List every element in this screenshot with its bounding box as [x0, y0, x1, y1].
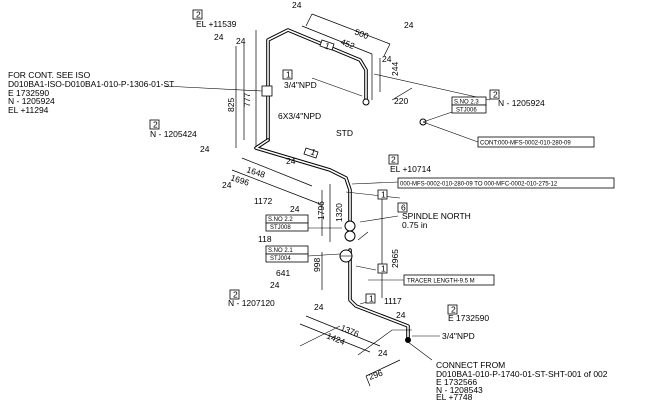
- tag-n-bottom: 2: [233, 290, 238, 300]
- dim-24-m4: 24: [290, 204, 300, 214]
- end-connector: [405, 337, 411, 343]
- connect-from: CONNECT FROM: [436, 360, 505, 370]
- tracer-flag: 1: [381, 264, 386, 274]
- std-label: STD: [336, 128, 353, 138]
- dim-244: 244: [390, 62, 400, 76]
- dim-24-r: 24: [382, 54, 392, 64]
- cont-note-2: D010BA1-ISO-D010BA1-010-P-1306-01-ST: [8, 79, 174, 89]
- dim-500: 500: [353, 27, 370, 42]
- spindle-tag: 6: [401, 203, 406, 213]
- dim-24-m3: 24: [222, 180, 232, 190]
- flag-mid-1: 1: [381, 190, 386, 200]
- sno-23: S.NO 2.3: [454, 100, 479, 106]
- cont-n: N - 1205924: [8, 96, 55, 106]
- st-004: STJ004: [270, 256, 291, 262]
- connect-el: EL +7748: [436, 392, 473, 400]
- instrument-box: [261, 85, 273, 97]
- dim-296: 296: [367, 368, 384, 382]
- dim-24-b1: 24: [314, 302, 324, 312]
- e-bottom: E 1732590: [448, 313, 489, 323]
- flag-1a: 1: [323, 40, 331, 51]
- dim-452: 452: [339, 37, 356, 52]
- tag-boxes: [149, 9, 615, 315]
- n-bottom: N - 1207120: [228, 298, 275, 308]
- dim-24-m5: 24: [270, 280, 280, 290]
- el-top-label: EL +11539: [196, 19, 237, 29]
- dim-24-l: 24: [214, 32, 224, 42]
- line-ref: 000-MFS-0002-010-280-09 TO 000-MFC-0002-…: [400, 182, 558, 188]
- dim-24-b2: 24: [396, 310, 406, 320]
- dim-1117: 1117: [384, 296, 402, 306]
- cont-note-1: FOR CONT. SEE ISO: [8, 70, 91, 80]
- sno-21: S.NO 2.1: [268, 248, 293, 254]
- el-mid: EL +10714: [390, 164, 431, 174]
- dim-998: 998: [312, 258, 322, 272]
- flag-1b: 1: [286, 70, 291, 80]
- tag-left: 2: [153, 120, 158, 130]
- tag-right: 2: [493, 90, 498, 100]
- npd-top: 3/4"NPD: [284, 80, 317, 90]
- top-connector: [362, 98, 370, 106]
- dim-118: 118: [258, 234, 272, 244]
- valve-assembly: [339, 220, 369, 263]
- dim-777: 777: [242, 93, 252, 107]
- labels: 2 EL +11539 24 500 452 24 24 244 24 220 …: [8, 0, 608, 400]
- dim-641: 641: [276, 268, 290, 278]
- dim-825: 825: [226, 98, 236, 112]
- connect-e: E 1732566: [436, 377, 477, 387]
- dim-24-tr: 24: [404, 20, 414, 30]
- dim-1172: 1172: [254, 196, 273, 206]
- npd-bottom: 3/4"NPD: [442, 331, 475, 341]
- tag-el-top: 2: [196, 10, 201, 20]
- dim-2965: 2965: [390, 249, 400, 268]
- dim-24-top: 24: [292, 0, 302, 10]
- cont-el: EL +11294: [8, 105, 49, 115]
- bolts: 6X3/4"NPD: [278, 111, 321, 121]
- tag-el-mid: 2: [391, 155, 396, 165]
- flag-bottom: 1: [369, 294, 374, 304]
- n-right: N - 1205924: [498, 98, 545, 108]
- connect-n: N - 1208543: [436, 385, 483, 395]
- leader-lines: [163, 73, 491, 361]
- spindle-label: SPINDLE NORTH: [402, 211, 471, 221]
- st-006: STJ006: [456, 108, 477, 114]
- spindle-value: 0.75 in: [402, 220, 428, 230]
- dim-1796: 1796: [316, 201, 326, 220]
- dim-24-m2: 24: [286, 156, 296, 166]
- n-left: N - 1205424: [150, 129, 197, 139]
- dim-220: 220: [394, 96, 408, 106]
- cont-e: E 1732590: [8, 88, 49, 98]
- connect-ref: D010BA1-010-P-1740-01-ST-SHT-001 of 002: [436, 369, 608, 379]
- cont-label: CONT:000-MFS-0002-010-280-09: [480, 141, 571, 147]
- dim-24-m1: 24: [200, 144, 210, 154]
- dim-1320: 1320: [334, 203, 344, 222]
- flag-std: 1: [309, 146, 317, 157]
- dim-24-b3: 24: [378, 348, 388, 358]
- tag-e-bottom: 2: [451, 305, 456, 315]
- tracer-label: TRACER LENGTH-9.5 M: [407, 279, 475, 285]
- sno-22: S.NO 2.2: [268, 217, 293, 223]
- dimension-lines: [231, 13, 413, 387]
- st-008: STJ008: [270, 225, 291, 231]
- dim-1696: 1696: [229, 172, 250, 187]
- dim-24-l2: 24: [236, 36, 246, 46]
